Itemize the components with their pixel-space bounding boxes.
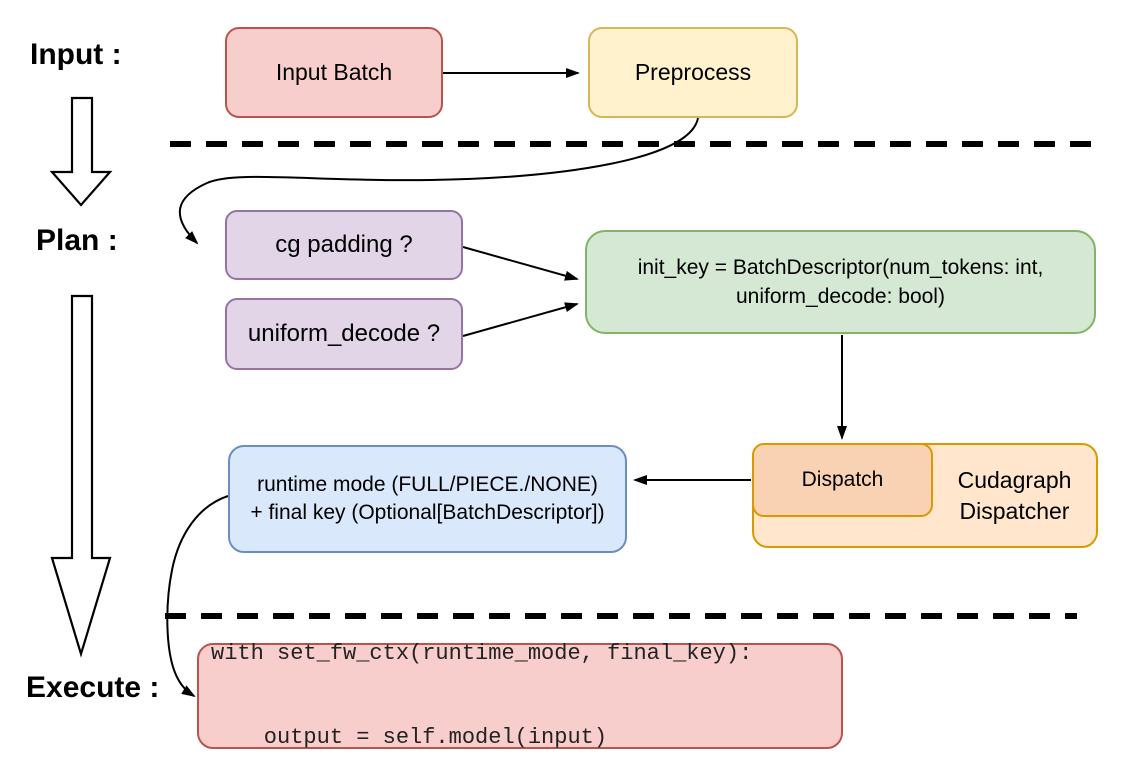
node-runtime-text: runtime mode (FULL/PIECE./NONE) + final … bbox=[250, 471, 604, 527]
init-key-line1: init_key = BatchDescriptor(num_tokens: i… bbox=[637, 256, 1044, 279]
node-input-batch: Input Batch bbox=[225, 27, 443, 118]
cudagraph-line2: Dispatcher bbox=[959, 497, 1070, 524]
node-preprocess-label: Preprocess bbox=[634, 59, 752, 86]
stage-label-execute: Execute : bbox=[26, 671, 160, 704]
node-dispatch: Dispatch bbox=[752, 443, 933, 517]
edge-runtime-code bbox=[166, 495, 229, 698]
node-cg-padding: cg padding ? bbox=[225, 210, 463, 280]
edge-cgpadding-initkey bbox=[462, 246, 579, 281]
node-cg-padding-label: cg padding ? bbox=[275, 231, 413, 259]
node-execute-code: with set_fw_ctx(runtime_mode, final_key)… bbox=[197, 641, 843, 750]
node-uniform-decode-label: uniform_decode ? bbox=[247, 320, 441, 348]
stage-label-plan: Plan : bbox=[36, 224, 118, 257]
cudagraph-line1: Cudagraph bbox=[957, 466, 1072, 493]
runtime-line1: runtime mode (FULL/PIECE./NONE) bbox=[257, 473, 598, 496]
plan-to-execute-arrow-icon bbox=[50, 294, 112, 658]
init-key-line2: uniform_decode: bool) bbox=[736, 285, 945, 308]
code-line1: with set_fw_ctx(runtime_mode, final_key)… bbox=[211, 641, 753, 666]
edge-uniformdecode-initkey bbox=[462, 302, 579, 337]
stage-label-input: Input : bbox=[30, 38, 122, 71]
node-execute-code-text: with set_fw_ctx(runtime_mode, final_key)… bbox=[211, 584, 752, 770]
node-input-batch-label: Input Batch bbox=[275, 59, 393, 86]
node-preprocess: Preprocess bbox=[588, 27, 798, 118]
node-uniform-decode: uniform_decode ? bbox=[225, 298, 463, 370]
node-runtime-mode: runtime mode (FULL/PIECE./NONE) + final … bbox=[228, 445, 627, 553]
input-to-plan-arrow-icon bbox=[49, 96, 113, 207]
node-init-key: init_key = BatchDescriptor(num_tokens: i… bbox=[585, 230, 1096, 334]
edge-preprocess-cgpadding bbox=[178, 117, 699, 245]
node-init-key-text: init_key = BatchDescriptor(num_tokens: i… bbox=[638, 253, 1044, 311]
node-cudagraph-text: Cudagraph Dispatcher bbox=[933, 465, 1096, 527]
runtime-line2: + final key (Optional[BatchDescriptor]) bbox=[250, 501, 605, 524]
code-line2: output = self.model(input) bbox=[211, 725, 608, 750]
node-dispatch-label: Dispatch bbox=[801, 468, 884, 492]
